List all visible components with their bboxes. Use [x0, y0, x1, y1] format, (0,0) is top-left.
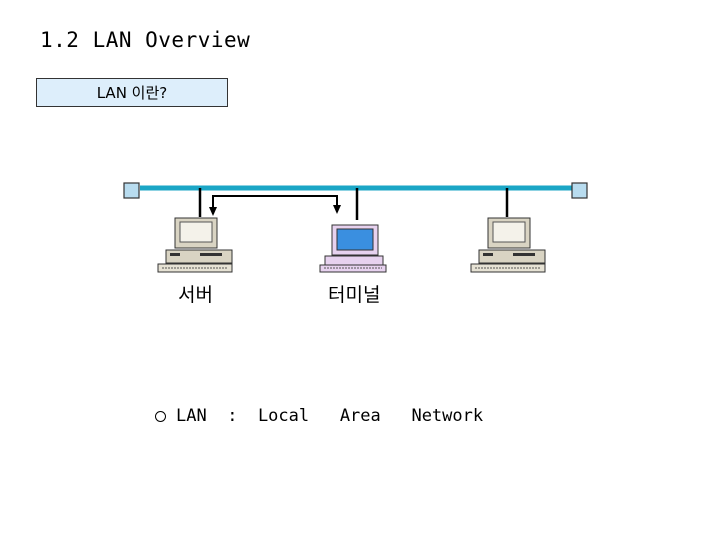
server-label: 서버 [178, 284, 213, 306]
lan-definition: LAN : Local Area Network [155, 406, 483, 426]
page-title: 1.2 LAN Overview [40, 28, 251, 52]
terminal-computer-icon [319, 224, 387, 273]
bullet-icon [155, 410, 166, 422]
definition-separator: : [227, 406, 238, 426]
server-computer-icon [157, 217, 233, 273]
definition-expansion: Local Area Network [257, 406, 484, 426]
subtitle-box: LAN 이란? [36, 78, 228, 107]
data-flow-arrow [209, 195, 341, 216]
bus-terminator-left [123, 182, 140, 199]
definition-term: LAN [176, 406, 207, 426]
right-computer-icon [470, 217, 546, 273]
terminal-label: 터미널 [328, 284, 381, 306]
bus-terminator-right [571, 182, 588, 199]
